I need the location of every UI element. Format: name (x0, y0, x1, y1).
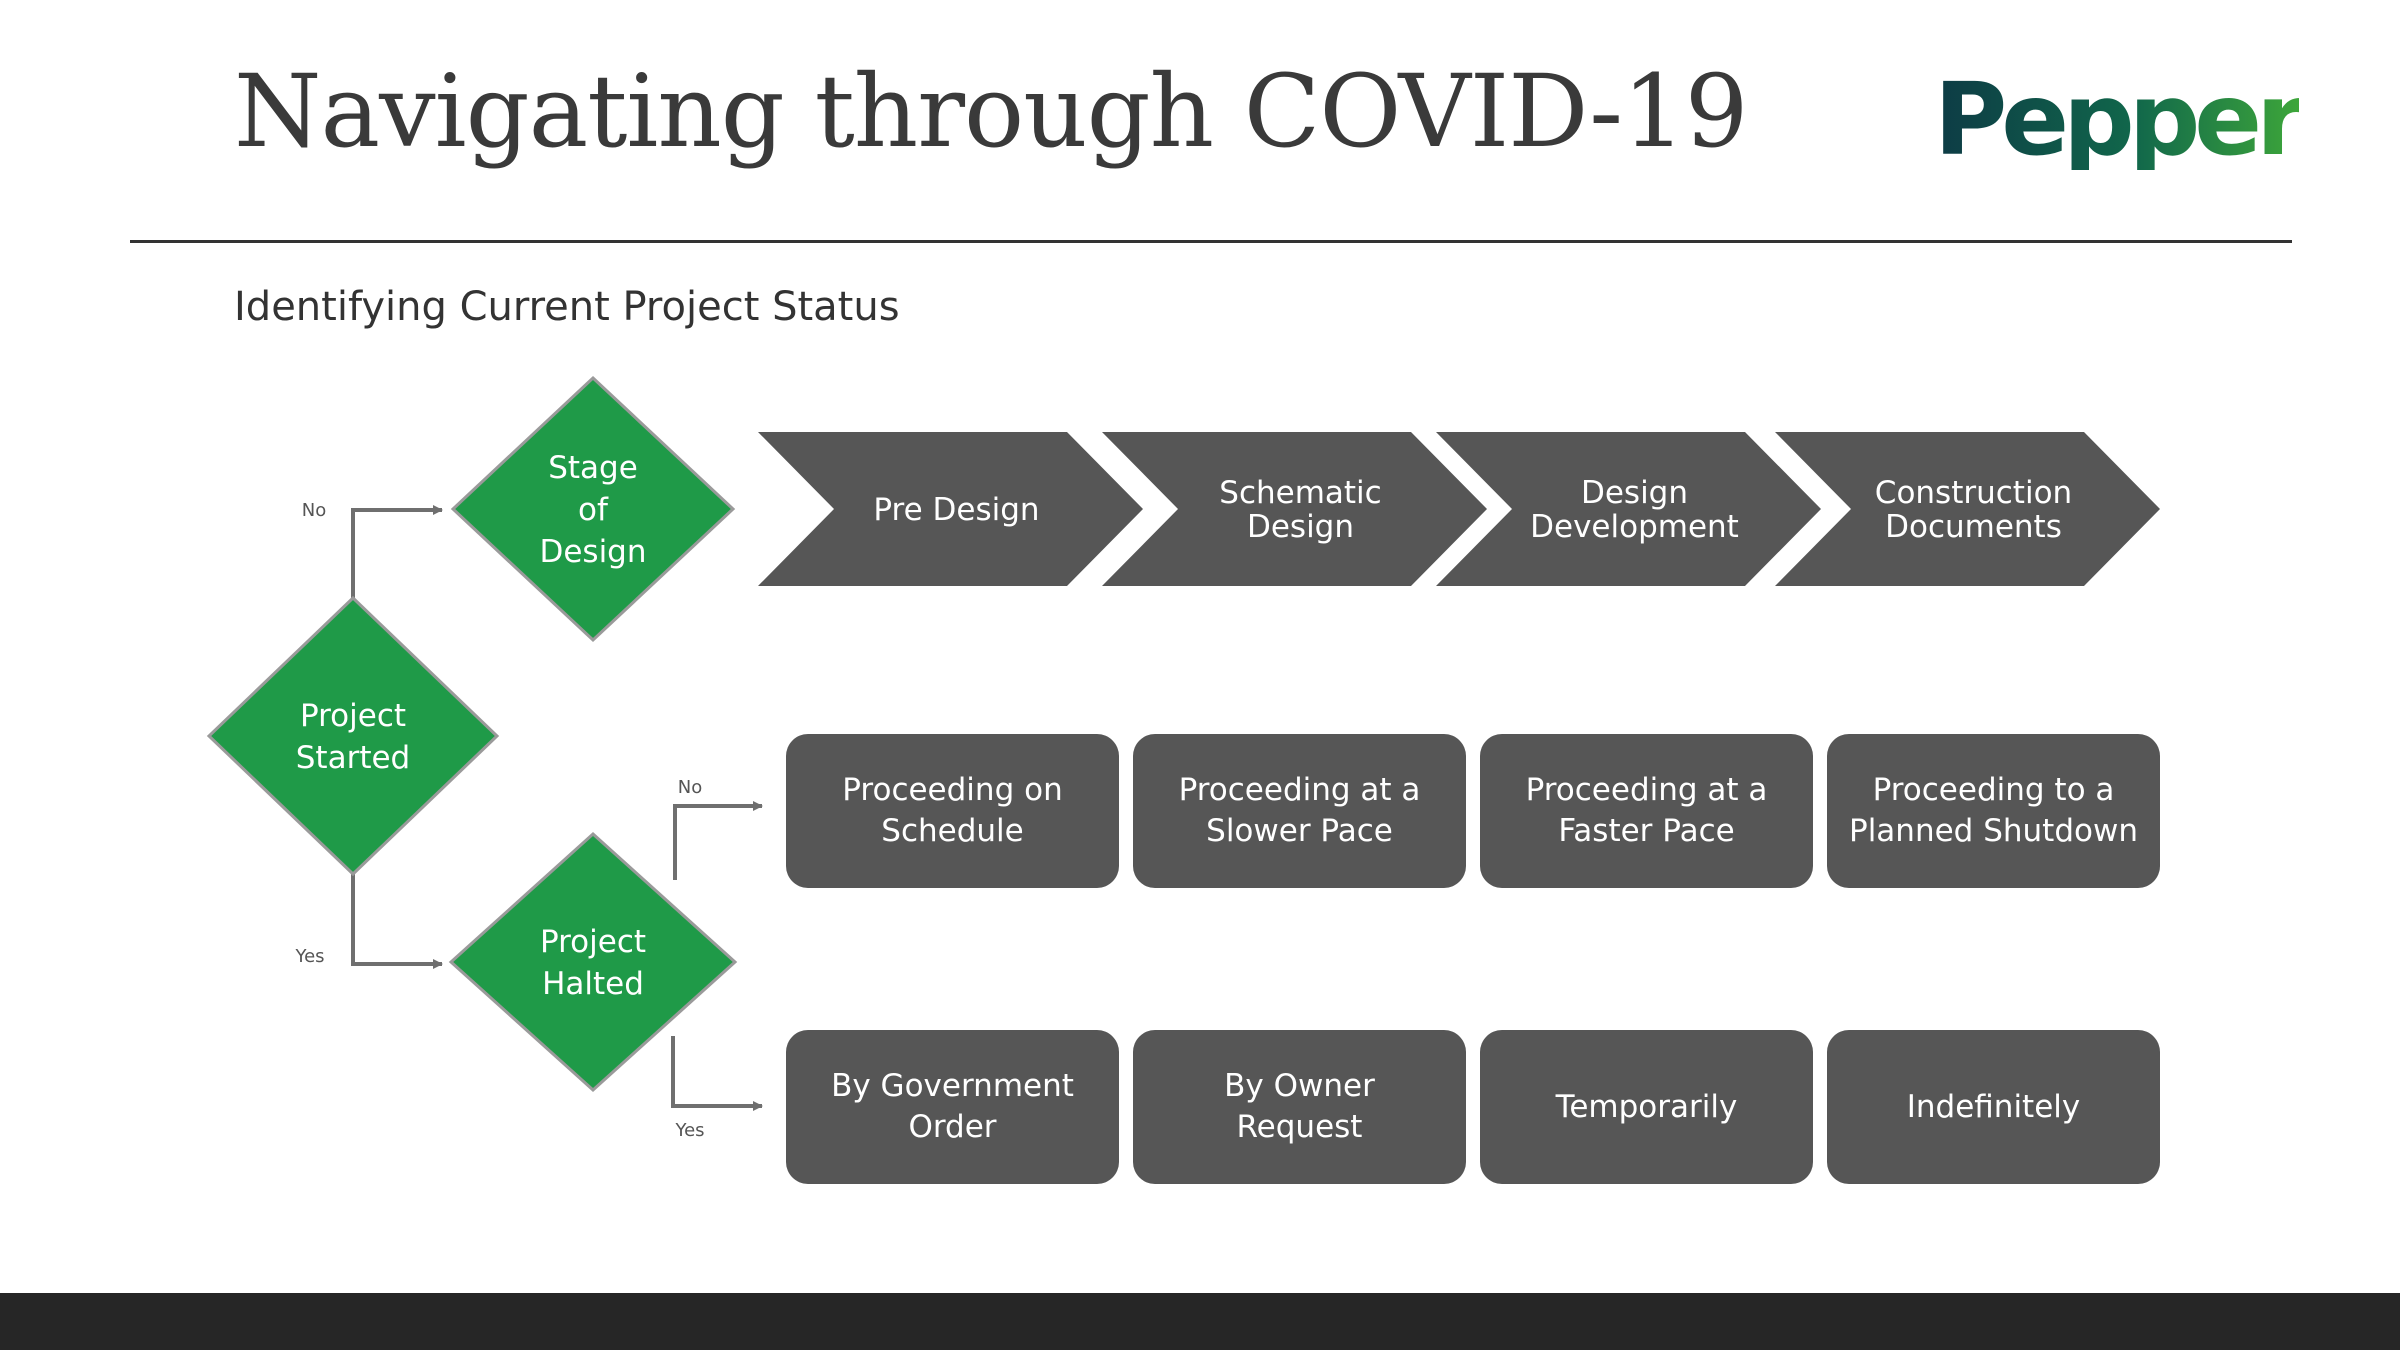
label-no-stage: No (302, 500, 326, 521)
label-yes-halted-reasons: Yes (674, 1120, 704, 1141)
stage-chevron-shape (1102, 432, 1487, 586)
pepper-logo: Pepper (1934, 61, 2305, 178)
connector-started-to-halted (351, 874, 443, 969)
title-divider (130, 240, 2292, 243)
label-yes-halted: Yes (294, 946, 324, 967)
label-no-proceeding: No (678, 777, 702, 798)
status-box-not-halted: Proceeding at a Slower Pace (1133, 734, 1466, 888)
stage-chevron-shape (758, 432, 1143, 586)
connector-started-to-stage (351, 505, 443, 598)
status-box-not-halted: Proceeding at a Faster Pace (1480, 734, 1813, 888)
connector-halted-yes (671, 1036, 763, 1111)
stage-chevron-shape (1775, 432, 2160, 586)
status-box-halted: By Owner Request (1133, 1030, 1466, 1184)
footer-bar (0, 1293, 2400, 1350)
status-box-halted: Temporarily (1480, 1030, 1813, 1184)
connector-halted-no (673, 801, 763, 880)
stage-chevron: Pre Design (758, 432, 1143, 586)
status-box-halted: By Government Order (786, 1030, 1119, 1184)
status-box-not-halted: Proceeding on Schedule (786, 734, 1119, 888)
stage-chevron-shape (1436, 432, 1821, 586)
stage-chevron-label: Pre Design (873, 492, 1039, 528)
slide-subtitle: Identifying Current Project Status (234, 284, 900, 330)
slide-title: Navigating through COVID-19 (234, 53, 1748, 170)
status-box-not-halted: Proceeding to a Planned Shutdown (1827, 734, 2160, 888)
status-box-halted: Indefinitely (1827, 1030, 2160, 1184)
